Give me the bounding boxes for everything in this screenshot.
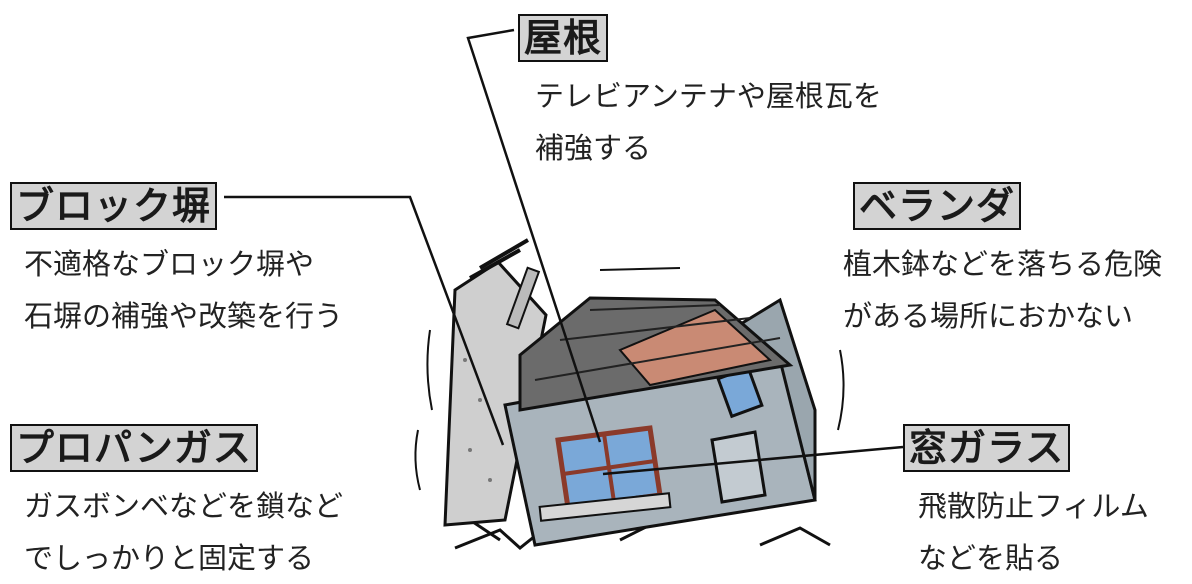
roof-leader [466, 28, 602, 443]
roof-shape [518, 296, 794, 412]
roof-desc-line-2: 補強する [535, 131, 652, 165]
veranda-desc-line-2: がある場所におかない [843, 299, 1134, 333]
window-desc-line-1: 飛散防止フィルム [918, 489, 1149, 523]
house-illustration [224, 28, 904, 550]
window-leader [602, 445, 904, 476]
roof-desc-line-1: テレビアンテナや屋根瓦を [535, 79, 882, 113]
leader-lines [224, 28, 904, 476]
propane-desc-line-1: ガスボンベなどを鎖など [24, 489, 344, 523]
veranda-title: ベランダ [853, 182, 1022, 230]
block-wall-leader [224, 195, 505, 446]
shake-lines [414, 267, 845, 491]
propane-title: プロパンガス [10, 424, 258, 472]
roof-title: 屋根 [518, 14, 609, 62]
utility-pole [443, 238, 548, 527]
window-desc-line-2: などを貼る [918, 541, 1064, 575]
propane-desc-line-2: でしっかりと固定する [24, 541, 315, 575]
block-wall-desc-line-1: 不適格なブロック塀や [24, 247, 315, 281]
block-wall-description: 不適格なブロック塀や 石塀の補強や改築を行う [24, 238, 343, 342]
veranda-desc-line-1: 植木鉢などを落ちる危険 [843, 247, 1163, 281]
roof-description: テレビアンテナや屋根瓦を 補強する [535, 70, 882, 174]
window-title: 窓ガラス [903, 424, 1071, 472]
block-wall-desc-line-2: 石塀の補強や改築を行う [24, 299, 344, 333]
block-wall-title: ブロック塀 [10, 182, 218, 230]
propane-description: ガスボンベなどを鎖など でしっかりと固定する [24, 480, 343, 584]
veranda-description: 植木鉢などを落ちる危険 がある場所におかない [843, 238, 1162, 342]
window-description: 飛散防止フィルム などを貼る [918, 480, 1149, 584]
